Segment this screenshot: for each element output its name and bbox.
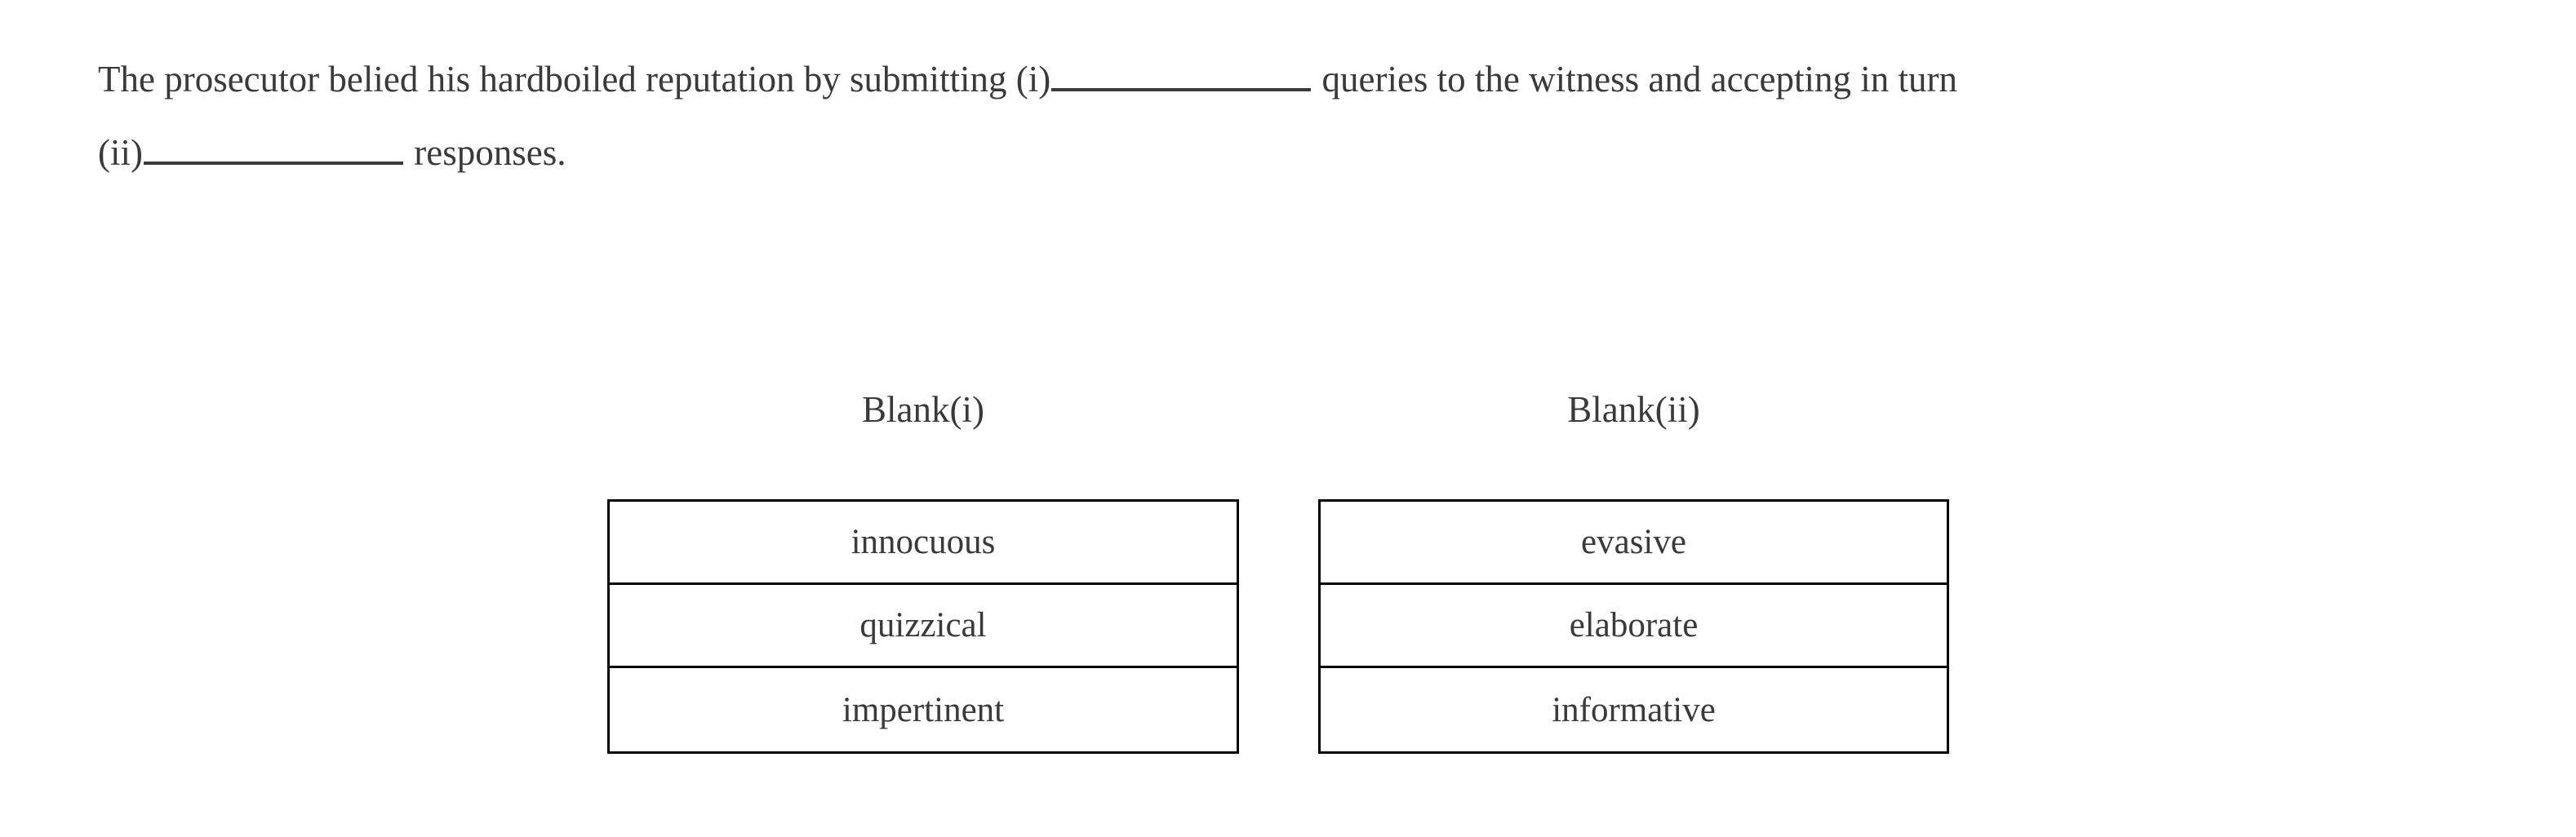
choice-label: impertinent [842, 690, 1005, 729]
choice-option-i-3[interactable]: impertinent [610, 668, 1237, 751]
blank-i-rule [1051, 62, 1312, 91]
question-line-2: (ii) responses. [98, 116, 2465, 189]
choice-label: quizzical [859, 606, 987, 644]
answer-column-blank-i: Blank(i) innocuous quizzical impertinent [607, 389, 1239, 754]
choice-label: innocuous [851, 523, 996, 561]
column-header-blank-ii: Blank(ii) [1567, 389, 1700, 430]
choice-label: elaborate [1569, 606, 1699, 644]
answer-column-blank-ii: Blank(ii) evasive elaborate informative [1318, 389, 1949, 754]
choice-option-i-1[interactable]: innocuous [610, 502, 1237, 585]
choice-option-ii-1[interactable]: evasive [1321, 502, 1947, 585]
choice-table-blank-ii: evasive elaborate informative [1318, 499, 1949, 754]
choice-option-ii-3[interactable]: informative [1321, 668, 1947, 751]
choice-label: informative [1552, 690, 1716, 729]
question-line-1-text-after-blank: queries to the witness and accepting in … [1312, 59, 1958, 100]
question-line-2-text-after-blank: responses. [404, 132, 566, 173]
choice-option-i-2[interactable]: quizzical [610, 585, 1237, 668]
column-header-blank-i: Blank(i) [862, 389, 984, 430]
question-line-1: The prosecutor belied his hardboiled rep… [98, 42, 2465, 116]
choice-option-ii-2[interactable]: elaborate [1321, 585, 1947, 668]
question-line-1-text-before-blank: The prosecutor belied his hardboiled rep… [98, 59, 1051, 100]
question-line-2-text-before-blank: (ii) [98, 132, 143, 173]
blank-ii-rule [143, 135, 403, 165]
choice-table-blank-i: innocuous quizzical impertinent [607, 499, 1239, 754]
question-stem: The prosecutor belied his hardboiled rep… [98, 42, 2465, 189]
choice-label: evasive [1581, 523, 1686, 561]
